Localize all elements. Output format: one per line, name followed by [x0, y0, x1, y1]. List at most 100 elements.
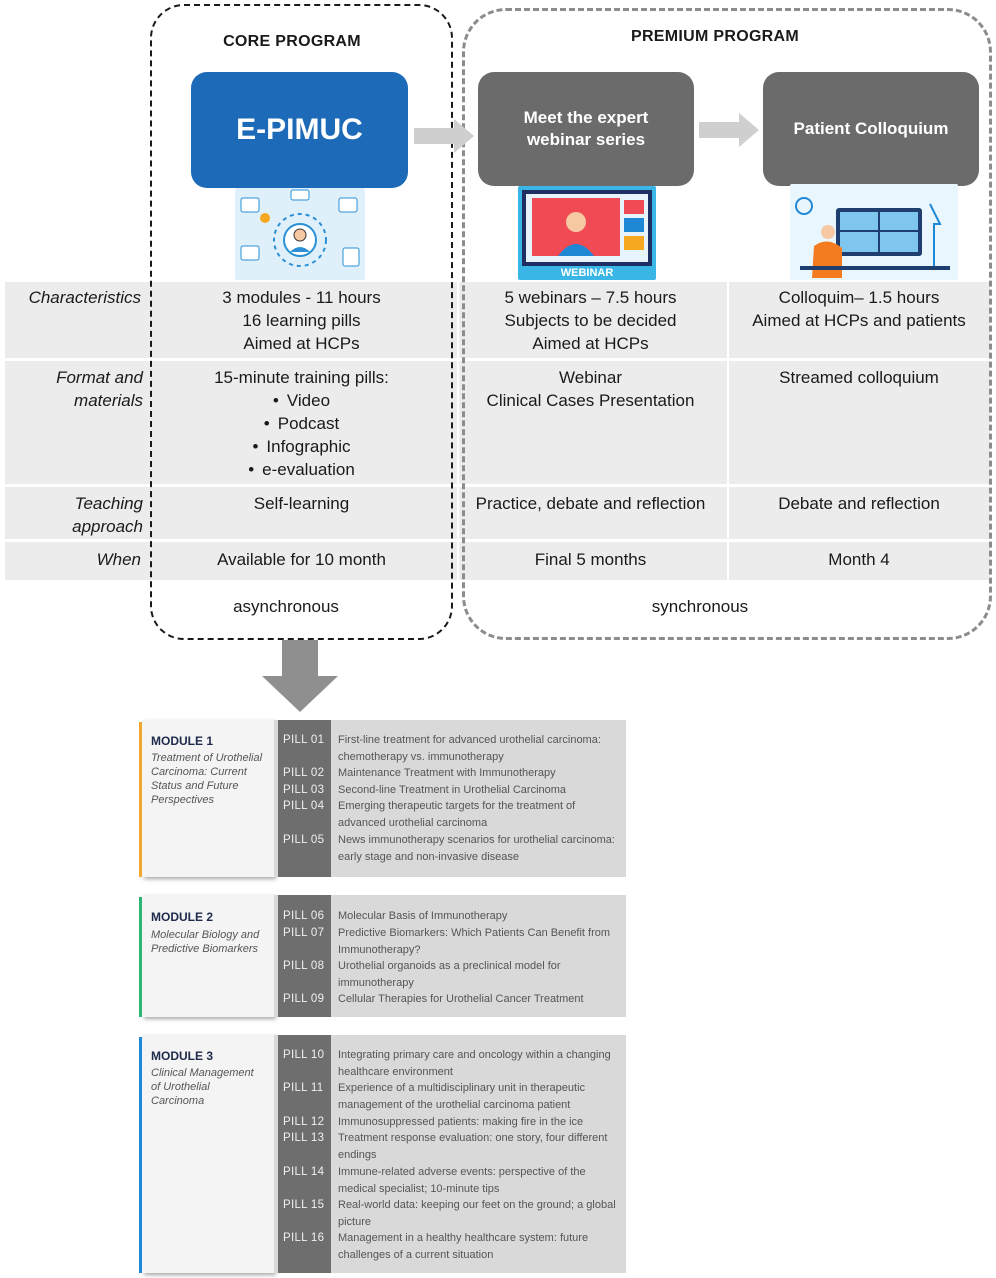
pill-label: PILL 15 — [283, 1199, 325, 1211]
row-label-characteristics: Characteristics — [28, 288, 141, 307]
module-1-subtitle: Treatment of Urothelial Carcinoma: Curre… — [151, 752, 263, 806]
module-1-title: MODULE 1 — [151, 734, 214, 748]
elearning-illustration-icon — [235, 188, 365, 280]
format-list: Video Podcast Infographic e-evaluation — [150, 389, 453, 481]
pill-text: Predictive Biomarkers: Which Patients Ca… — [338, 927, 611, 956]
pill-label: PILL 01 — [283, 734, 325, 746]
core-when: Available for 10 month — [150, 548, 453, 571]
cell-line: 5 webinars – 7.5 hours — [504, 288, 677, 307]
pill-text: Cellular Therapies for Urothelial Cancer… — [338, 993, 584, 1005]
module-1-pill-rail — [278, 720, 331, 877]
module-1-accent — [139, 722, 142, 877]
pill-label: PILL 11 — [283, 1082, 324, 1094]
module-1-pill-panel — [274, 720, 626, 877]
webinar-teaching: Practice, debate and reflection — [458, 492, 723, 515]
module-3-accent — [139, 1037, 142, 1273]
pill-text: Immunosuppressed patients: making fire i… — [338, 1116, 584, 1128]
module-1-card — [142, 720, 274, 877]
pill-label: PILL 14 — [283, 1166, 325, 1178]
webinar-when: Final 5 months — [458, 548, 723, 571]
arrow-right-icon — [414, 119, 474, 153]
module-2-accent — [139, 897, 142, 1017]
cell-line: Practice, debate and reflection — [475, 494, 706, 513]
cell-line: Available for 10 month — [217, 550, 386, 569]
webinar-format: Webinar Clinical Cases Presentation — [458, 366, 723, 412]
pill-text: Real-world data: keeping our feet on the… — [338, 1199, 616, 1228]
arrow-right-icon — [699, 113, 759, 147]
pill-text: Immune-related adverse events: perspecti… — [338, 1166, 586, 1195]
module-3-card — [142, 1035, 274, 1273]
cell-line: Month 4 — [828, 550, 890, 569]
colloquium-teaching: Debate and reflection — [728, 492, 990, 515]
core-mode-label: asynchronous — [233, 597, 339, 616]
cell-line: 3 modules - 11 hours — [222, 288, 381, 307]
colloquium-format: Streamed colloquium — [728, 366, 990, 389]
core-program-title: CORE PROGRAM — [223, 33, 361, 50]
core-characteristics: 3 modules - 11 hours 16 learning pills A… — [150, 286, 453, 355]
cell-line: Self-learning — [253, 494, 350, 513]
webinar-illustration-icon: WEBINAR — [518, 186, 656, 280]
pill-text: Second-line Treatment in Urothelial Carc… — [338, 784, 567, 796]
pill-text: Management in a healthy healthcare syste… — [338, 1232, 589, 1261]
core-teaching: Self-learning — [150, 492, 453, 515]
pill-label: PILL 12 — [283, 1116, 325, 1128]
row-label-format: Format and materials — [56, 368, 143, 410]
module-2-subtitle: Molecular Biology and Predictive Biomark… — [151, 929, 260, 955]
module-2-pill-rail — [278, 895, 331, 1017]
row-label-teaching: Teaching approach — [72, 494, 143, 536]
cell-line: Final 5 months — [534, 550, 647, 569]
row-characteristics — [5, 282, 990, 358]
cell-line: Colloquim– 1.5 hours — [778, 288, 940, 307]
cell-line: 16 learning pills — [242, 311, 361, 330]
pill-label: PILL 16 — [283, 1232, 325, 1244]
pill-label: PILL 09 — [283, 993, 325, 1005]
module-3-pill-panel — [274, 1035, 626, 1273]
pill-label: PILL 06 — [283, 910, 325, 922]
core-format: 15-minute training pills: Video Podcast … — [150, 366, 453, 481]
pill-text: Integrating primary care and oncology wi… — [338, 1049, 611, 1078]
row-when — [5, 542, 990, 580]
cell-line: Clinical Cases Presentation — [486, 391, 695, 410]
pill-label: PILL 04 — [283, 800, 325, 812]
module-3-pill-rail — [278, 1035, 331, 1273]
pill-text: Maintenance Treatment with Immunotherapy — [338, 767, 556, 779]
pill-label: PILL 05 — [283, 834, 325, 846]
epimuc-box: E-PIMUC — [191, 72, 408, 188]
cell-line: Subjects to be decided — [504, 311, 677, 330]
pill-text: Emerging therapeutic targets for the tre… — [338, 800, 576, 829]
webinar-series-box: Meet the expert webinar series — [478, 72, 694, 186]
arrow-down-icon — [262, 640, 338, 712]
webinar-series-label: Meet the expert webinar series — [523, 108, 649, 149]
core-program-outline — [150, 4, 453, 640]
cell-line: Aimed at HCPs — [532, 334, 649, 353]
colloquium-characteristics: Colloquim– 1.5 hours Aimed at HCPs and p… — [728, 286, 990, 332]
webinar-characteristics: 5 webinars – 7.5 hours Subjects to be de… — [458, 286, 723, 355]
pill-label: PILL 07 — [283, 927, 325, 939]
premium-mode-label: synchronous — [651, 597, 749, 616]
premium-program-title: PREMIUM PROGRAM — [630, 28, 800, 45]
module-2-card — [142, 895, 274, 1017]
module-2-title: MODULE 2 — [151, 910, 214, 924]
pill-text: Treatment response evaluation: one story… — [338, 1132, 608, 1161]
format-item: Infographic — [150, 435, 453, 458]
cell-line: Debate and reflection — [778, 494, 940, 513]
format-item: e-evaluation — [150, 458, 453, 481]
module-3-subtitle: Clinical Management of Urothelial Carcin… — [151, 1067, 254, 1107]
cell-line: Streamed colloquium — [779, 368, 939, 387]
pill-label: PILL 08 — [283, 960, 325, 972]
format-item: Podcast — [150, 412, 453, 435]
pill-text: Urothelial organoids as a preclinical mo… — [338, 960, 561, 989]
row-teaching — [5, 487, 990, 539]
patient-colloquium-box: Patient Colloquium — [763, 72, 979, 186]
module-2-pill-panel — [274, 895, 626, 1017]
premium-program-outline — [462, 8, 992, 640]
format-item: Video — [150, 389, 453, 412]
pill-label: PILL 13 — [283, 1132, 325, 1144]
pill-label: PILL 10 — [283, 1049, 325, 1061]
pill-text: Molecular Basis of Immunotherapy — [338, 910, 508, 922]
module-3-title: MODULE 3 — [151, 1049, 214, 1063]
webinar-image-caption: WEBINAR — [561, 267, 614, 279]
pill-text: Experience of a multidisciplinary unit i… — [338, 1082, 586, 1111]
colloquium-when: Month 4 — [728, 548, 990, 571]
pill-label: PILL 03 — [283, 784, 325, 796]
